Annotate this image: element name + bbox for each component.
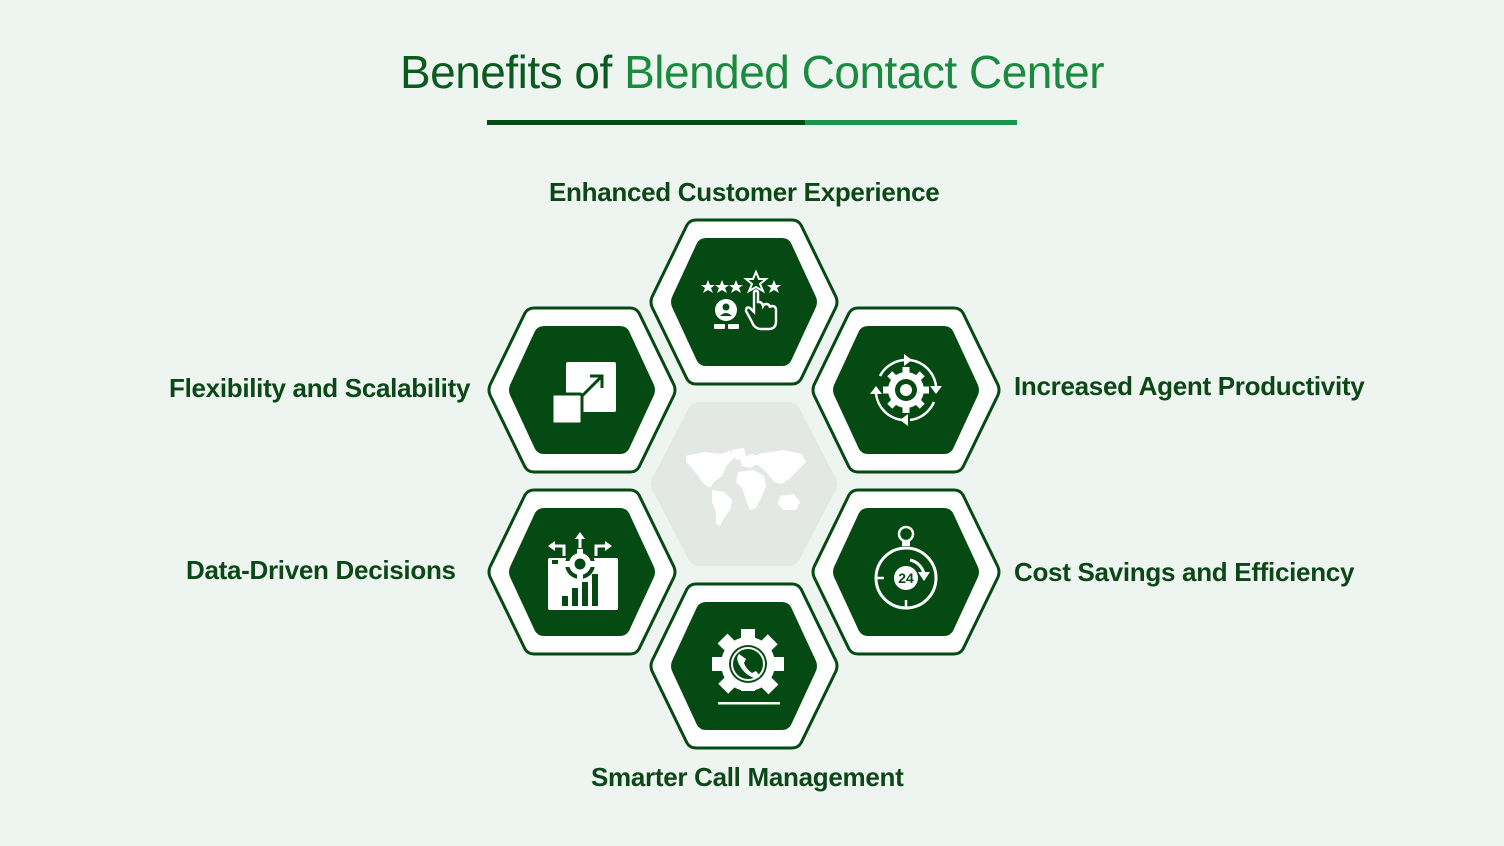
world-map-icon bbox=[686, 448, 806, 526]
title-part-2: Blended Contact Center bbox=[624, 46, 1105, 98]
label-enhanced-customer-experience: Enhanced Customer Experience bbox=[549, 177, 940, 207]
label-cost-savings: Cost Savings and Efficiency bbox=[1014, 557, 1355, 587]
hex-data-driven-decisions bbox=[487, 488, 677, 656]
hex-smarter-call-management bbox=[649, 582, 839, 750]
scale-up-icon bbox=[550, 362, 616, 426]
rating-stars-click-icon bbox=[701, 269, 781, 331]
label-data-driven-decisions: Data-Driven Decisions bbox=[186, 555, 456, 585]
hex-flexibility-scalability bbox=[487, 306, 677, 474]
svg-text:24: 24 bbox=[898, 570, 914, 586]
hex-cost-savings: 24 bbox=[811, 488, 1001, 656]
title-part-1: Benefits of bbox=[399, 46, 625, 98]
label-agent-productivity: Increased Agent Productivity bbox=[1014, 371, 1365, 401]
hex-enhanced-customer-experience bbox=[649, 218, 839, 386]
hex-agent-productivity bbox=[811, 306, 1001, 474]
title-underline bbox=[487, 120, 1017, 125]
gear-phone-icon bbox=[712, 629, 784, 705]
underline-dark-segment bbox=[487, 120, 805, 125]
label-flexibility-scalability: Flexibility and Scalability bbox=[169, 373, 471, 403]
underline-light-segment bbox=[805, 120, 1017, 125]
page-title: Benefits of Blended Contact Center bbox=[0, 44, 1504, 100]
stopwatch-24-icon: 24 bbox=[874, 525, 938, 610]
label-smarter-call-management: Smarter Call Management bbox=[591, 762, 904, 792]
analytics-gear-icon bbox=[548, 532, 618, 610]
center-hex bbox=[650, 402, 838, 566]
gear-cycle-icon bbox=[870, 354, 942, 426]
